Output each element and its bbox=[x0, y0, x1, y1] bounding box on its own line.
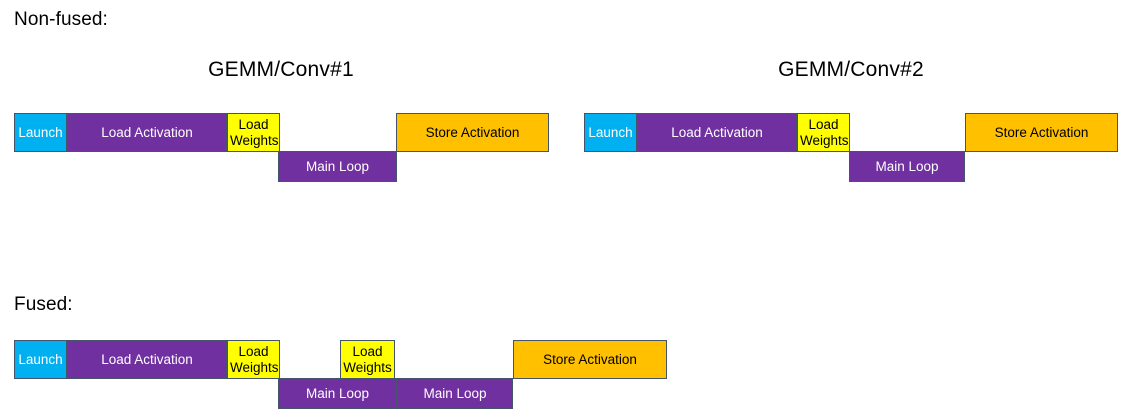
timeline-block-label: Launch bbox=[588, 125, 633, 140]
timeline-block-label: Main Loop bbox=[423, 386, 487, 401]
timeline-block-store-activation: Store Activation bbox=[513, 340, 667, 379]
timeline-block-label: Load Weights bbox=[230, 343, 279, 375]
timeline-block-label: Main Loop bbox=[305, 386, 370, 401]
timeline-block-launch: Launch bbox=[584, 113, 637, 152]
timeline-block-label: Load Activation bbox=[671, 125, 763, 140]
timeline-block-label: Store Activation bbox=[425, 125, 520, 140]
timeline-block-load-weights: Load Weights bbox=[227, 113, 280, 152]
timeline-block-load-activation: Load Activation bbox=[67, 340, 227, 379]
timeline-block-launch: Launch bbox=[14, 340, 67, 379]
timeline-block-load-weights: Load Weights bbox=[797, 113, 850, 152]
timeline-block-label: Main Loop bbox=[305, 159, 370, 174]
timeline-block-load-activation: Load Activation bbox=[67, 113, 227, 152]
section-label-non-fused: Non-fused: bbox=[14, 9, 108, 30]
group-title-gemm-conv-1: GEMM/Conv#1 bbox=[208, 58, 354, 81]
timeline-block-store-activation: Store Activation bbox=[965, 113, 1118, 152]
timeline-block-label: Load Activation bbox=[101, 352, 193, 367]
timeline-block-label: Load Weights bbox=[230, 116, 279, 148]
timeline-block-load-activation: Load Activation bbox=[637, 113, 797, 152]
timeline-block-main-loop: Main Loop bbox=[397, 378, 513, 409]
timeline-block-label: Store Activation bbox=[543, 352, 637, 367]
timeline-block-label: Load Weights bbox=[343, 343, 392, 375]
timeline-block-label: Launch bbox=[18, 125, 63, 140]
timeline-block-label: Main Loop bbox=[875, 159, 939, 174]
section-label-fused: Fused: bbox=[14, 294, 73, 315]
timeline-block-main-loop: Main Loop bbox=[278, 378, 397, 409]
timeline-block-label: Launch bbox=[18, 352, 63, 367]
timeline-block-store-activation: Store Activation bbox=[396, 113, 549, 152]
timeline-block-load-weights: Load Weights bbox=[340, 340, 395, 379]
timeline-block-label: Store Activation bbox=[994, 125, 1089, 140]
timeline-block-main-loop: Main Loop bbox=[278, 151, 397, 182]
timeline-block-label: Load Activation bbox=[101, 125, 193, 140]
timeline-block-label: Load Weights bbox=[800, 116, 849, 148]
timeline-block-load-weights: Load Weights bbox=[227, 340, 280, 379]
group-title-gemm-conv-2: GEMM/Conv#2 bbox=[778, 58, 924, 81]
timeline-block-main-loop: Main Loop bbox=[849, 151, 965, 182]
timeline-block-launch: Launch bbox=[14, 113, 67, 152]
